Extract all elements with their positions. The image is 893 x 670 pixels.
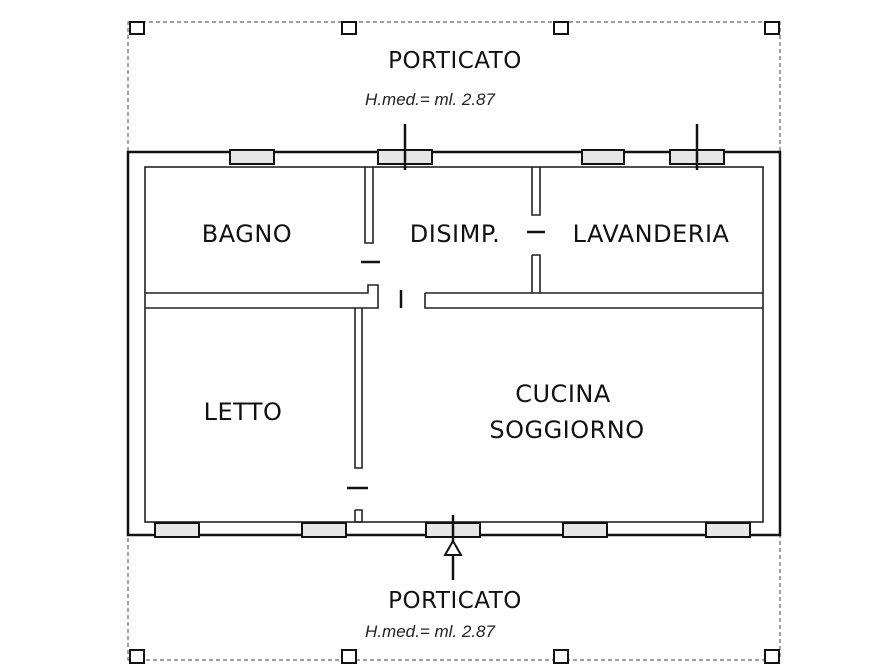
porch-door-ticks	[403, 124, 699, 580]
door-marks	[347, 230, 545, 490]
post-bottom-right	[764, 649, 780, 664]
window-letto-1	[154, 522, 200, 538]
window-letto-2	[301, 522, 347, 538]
porch-bottom-label: PORTICATO	[388, 588, 522, 614]
post-bottom-mid-1	[341, 649, 357, 664]
post-bottom-left	[129, 649, 145, 664]
entrance-arrow-icon	[443, 538, 463, 556]
porch-top-label: PORTICATO	[388, 48, 522, 74]
window-soggiorno-2	[705, 522, 751, 538]
post-top-mid-2	[553, 21, 569, 35]
windows	[154, 149, 751, 538]
window-bagno	[229, 149, 275, 165]
post-top-mid-1	[341, 21, 357, 35]
interior-walls	[145, 167, 763, 523]
room-label-lavanderia: LAVANDERIA	[573, 220, 730, 248]
room-label-bagno: BAGNO	[202, 220, 292, 248]
post-bottom-mid-2	[553, 649, 569, 664]
porch-top-height-note: H.med.= ml. 2.87	[365, 90, 495, 109]
room-label-cucina: CUCINA	[515, 380, 611, 408]
post-top-right	[764, 21, 780, 35]
room-label-letto: LETTO	[204, 398, 283, 426]
window-soggiorno-1	[562, 522, 608, 538]
room-label-disimpegno: DISIMP.	[410, 220, 500, 248]
porch-outline-top	[127, 21, 781, 153]
post-top-left	[129, 21, 145, 35]
porch-bottom-height-note: H.med.= ml. 2.87	[365, 622, 495, 641]
porch-posts	[129, 21, 780, 664]
room-label-soggiorno: SOGGIORNO	[489, 416, 644, 444]
outer-walls	[126, 150, 782, 537]
window-lavanderia-1	[581, 149, 625, 165]
